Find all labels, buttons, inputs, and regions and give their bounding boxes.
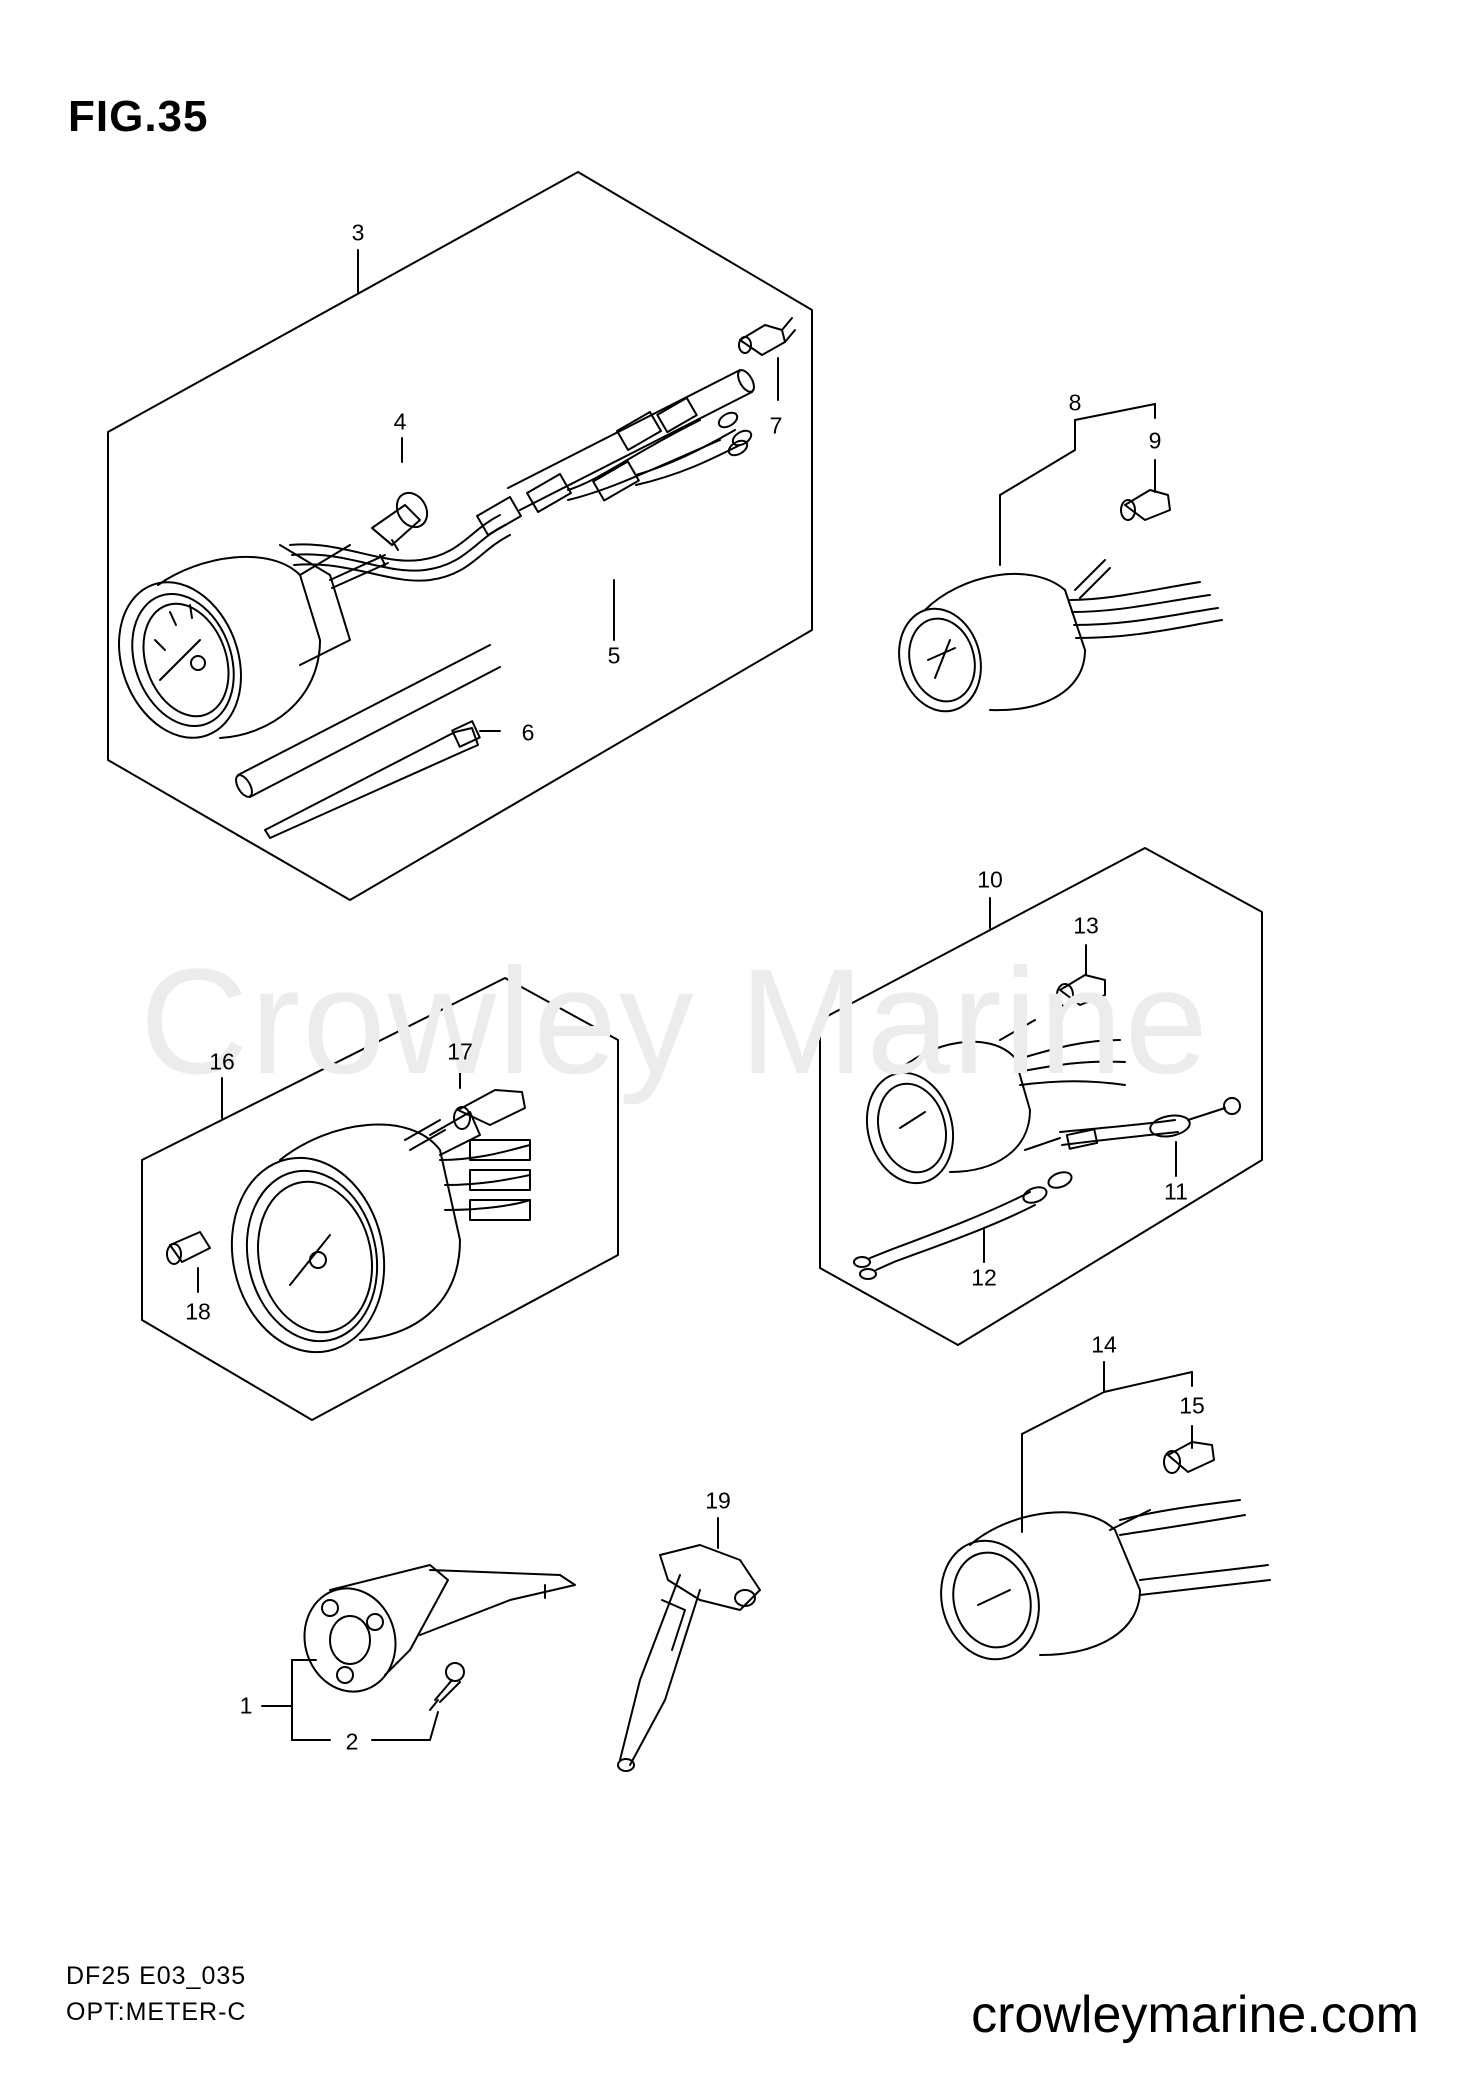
callout-7: 7 <box>769 412 783 439</box>
bulb-7 <box>739 318 795 355</box>
tube-5 <box>233 368 757 800</box>
callout-2: 2 <box>345 1728 359 1755</box>
bulb-17 <box>454 1090 525 1129</box>
callout-19: 19 <box>705 1487 731 1514</box>
callout-5: 5 <box>607 642 621 669</box>
callout-1: 1 <box>239 1692 253 1719</box>
callout-3: 3 <box>351 219 365 246</box>
tachometer-gauge <box>98 515 510 755</box>
callout-15: 15 <box>1179 1392 1205 1419</box>
callout-11: 11 <box>1164 1178 1188 1205</box>
callout-8: 8 <box>1068 389 1082 416</box>
callout-17: 17 <box>447 1038 473 1065</box>
watermark: Crowley Marine <box>140 937 1210 1105</box>
cable-tie-6 <box>265 721 480 838</box>
model-code: DF25 E03_035 <box>66 1962 247 1990</box>
wiring-harness <box>477 398 754 535</box>
gauge-16 <box>214 1112 530 1366</box>
bulb-18 <box>167 1232 210 1264</box>
callout-9: 9 <box>1148 427 1162 454</box>
callout-16: 16 <box>209 1048 235 1075</box>
bulb-15 <box>1164 1442 1214 1473</box>
leader-lines <box>198 250 1192 1740</box>
gauge-10 <box>855 1020 1125 1193</box>
bulb-13 <box>1057 975 1105 1006</box>
gauge-8 <box>888 560 1222 721</box>
figure-title: FIG.35 <box>68 92 209 141</box>
website-link[interactable]: crowleymarine.com <box>971 1986 1419 2044</box>
callout-10: 10 <box>977 866 1003 893</box>
callout-12: 12 <box>971 1264 997 1291</box>
screw-2 <box>430 1663 464 1710</box>
callout-4: 4 <box>393 408 407 435</box>
kit-10-box <box>820 848 1262 1345</box>
wire-lead-12 <box>854 1169 1074 1279</box>
callout-13: 13 <box>1073 912 1099 939</box>
gauge-14 <box>928 1500 1270 1670</box>
bulb-9 <box>1121 490 1170 520</box>
kit-3-box <box>108 172 812 900</box>
section-code: OPT:METER-C <box>66 1998 247 2026</box>
bulb-socket-4 <box>372 487 433 545</box>
gauge-16-box <box>142 978 618 1420</box>
meter-bracket-1 <box>293 1565 575 1702</box>
callout-18: 18 <box>185 1298 211 1325</box>
wire-lead-11 <box>1025 1098 1240 1150</box>
sensor-bracket-19 <box>618 1545 760 1771</box>
callout-6: 6 <box>521 719 535 746</box>
callout-14: 14 <box>1091 1331 1117 1358</box>
